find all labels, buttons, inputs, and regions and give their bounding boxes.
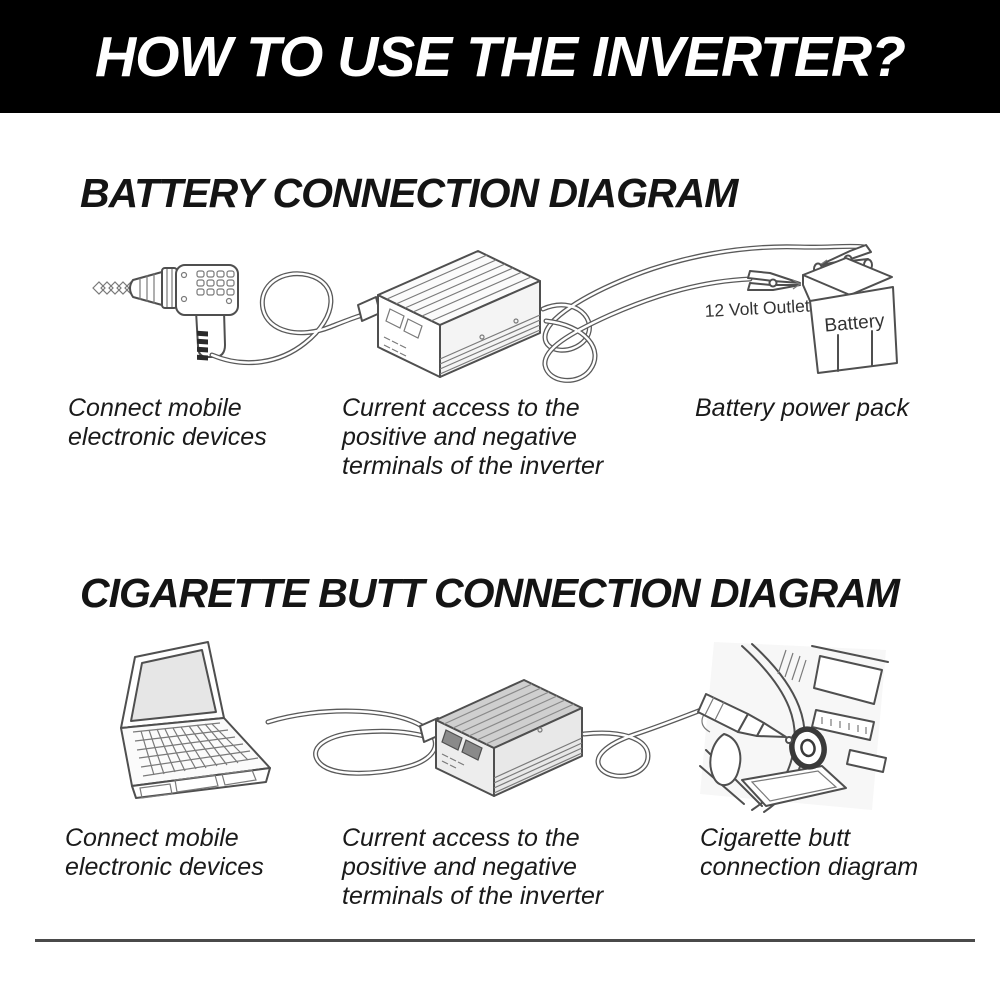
drill-to-inverter-cable (209, 271, 377, 366)
bottom-divider-line (35, 939, 975, 942)
battery-connection-diagram: Battery 12 Volt Outlet (92, 243, 898, 383)
battery-section-heading: BATTERY CONNECTION DIAGRAM (80, 170, 738, 216)
cigarette-socket-icon (789, 726, 827, 770)
drill-illustration (92, 264, 239, 361)
battery-illustration: Battery (802, 257, 898, 374)
inverter2-top-ridges (443, 683, 575, 745)
inverter-illustration (357, 250, 541, 378)
drill-collar (161, 267, 178, 309)
console-radio-slot (811, 709, 875, 741)
inverter-outlets (383, 308, 423, 357)
inverter2-outlets (441, 729, 483, 769)
inverter-input-nozzle (357, 296, 381, 322)
banner: HOW TO USE THE INVERTER? (0, 0, 1000, 113)
battery-front-face (809, 286, 898, 374)
laptop-trackpad (139, 769, 257, 799)
console-upper-panel (813, 655, 883, 705)
laptop-keyboard (132, 722, 259, 777)
laptop-illustration (120, 641, 271, 799)
inverter-side-ridges (439, 314, 541, 375)
cigarette-caption-left: Connect mobile electronic devices (65, 824, 264, 881)
drill-vents (196, 270, 235, 296)
cigarette-caption-middle: Current access to the positive and negat… (342, 824, 604, 910)
inverter2-side-face (493, 707, 583, 797)
cigarette-caption-right: Cigarette butt connection diagram (700, 824, 919, 881)
console-radio-ticks (821, 717, 867, 734)
page-title: HOW TO USE THE INVERTER? (95, 24, 906, 89)
battery-caption-right: Battery power pack (695, 394, 909, 422)
plug-cap (709, 733, 742, 787)
plug-tip (756, 722, 787, 738)
inverter-to-battery-cables (540, 243, 867, 383)
console-tray (741, 765, 847, 807)
cigarette-section-heading: CIGARETTE BUTT CONNECTION DIAGRAM (80, 570, 900, 616)
inverter-top-ridges (386, 254, 532, 322)
cigarette-connection-diagram (120, 641, 889, 813)
inverter2-side-ridges (493, 737, 583, 794)
drill-screws (180, 271, 233, 305)
car-console-illustration (699, 642, 889, 813)
inverter-to-plug-cable (581, 703, 715, 779)
drill-chuck (129, 271, 163, 306)
battery-caption-left: Connect mobile electronic devices (68, 394, 267, 451)
inverter-illustration-2 (419, 679, 583, 797)
laptop-to-inverter-cable (265, 708, 438, 776)
battery-caption-middle: Current access to the positive and negat… (342, 394, 604, 480)
console-lower-panel (846, 749, 887, 773)
outlet-label: 12 Volt Outlet (704, 296, 810, 321)
battery-top-face (802, 257, 893, 296)
console-vent (777, 649, 807, 683)
cigarette-plug-illustration (697, 693, 793, 787)
alligator-clip-bottom (747, 270, 801, 291)
drill-trigger-ribs (197, 330, 208, 361)
